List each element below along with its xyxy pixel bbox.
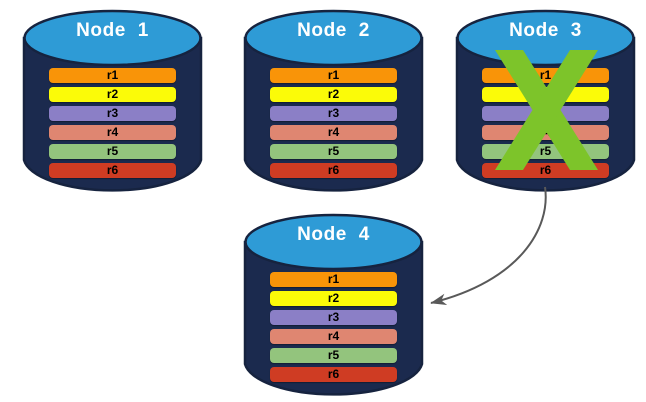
row-item[interactable]: r3 [270,310,397,325]
cylinder-top-ellipse-2 [244,9,423,67]
connector-node3-to-node4[interactable] [430,186,547,305]
row-item[interactable]: r4 [270,329,397,344]
cylinder-top-ellipse-1 [23,9,202,67]
row-item[interactable]: r6 [49,163,176,178]
node-cylinder-1[interactable]: Node 1 r1 r2 r3 r4 r5 r6 [22,8,203,196]
row-item[interactable]: r6 [482,163,609,178]
row-item[interactable]: r1 [49,68,176,83]
row-item[interactable]: r2 [270,87,397,102]
row-item[interactable]: r5 [270,348,397,363]
row-item[interactable]: r2 [270,291,397,306]
row-list-2: r1 r2 r3 r4 r5 r6 [270,68,397,178]
row-item[interactable]: r3 [482,106,609,121]
row-item[interactable]: r6 [270,367,397,382]
row-item[interactable]: r4 [270,125,397,140]
row-item[interactable]: r1 [482,68,609,83]
cylinder-top-ellipse-4 [244,213,423,271]
row-item[interactable]: r1 [270,272,397,287]
row-item[interactable]: r4 [49,125,176,140]
row-item[interactable]: r6 [270,163,397,178]
row-list-4: r1 r2 r3 r4 r5 r6 [270,272,397,382]
row-item[interactable]: r2 [49,87,176,102]
node-cylinder-3[interactable]: Node 3 r1 r2 r3 r4 r5 r6 [455,8,636,196]
row-list-3: r1 r2 r3 r4 r5 r6 [482,68,609,178]
row-list-1: r1 r2 r3 r4 r5 r6 [49,68,176,178]
row-item[interactable]: r5 [270,144,397,159]
row-item[interactable]: r3 [270,106,397,121]
row-item[interactable]: r3 [49,106,176,121]
node-cylinder-4[interactable]: Node 4 r1 r2 r3 r4 r5 r6 [243,212,424,400]
row-item[interactable]: r1 [270,68,397,83]
row-item[interactable]: r4 [482,125,609,140]
row-item[interactable]: r2 [482,87,609,102]
row-item[interactable]: r5 [49,144,176,159]
cylinder-top-ellipse-3 [456,9,635,67]
node-cylinder-2[interactable]: Node 2 r1 r2 r3 r4 r5 r6 [243,8,424,196]
row-item[interactable]: r5 [482,144,609,159]
